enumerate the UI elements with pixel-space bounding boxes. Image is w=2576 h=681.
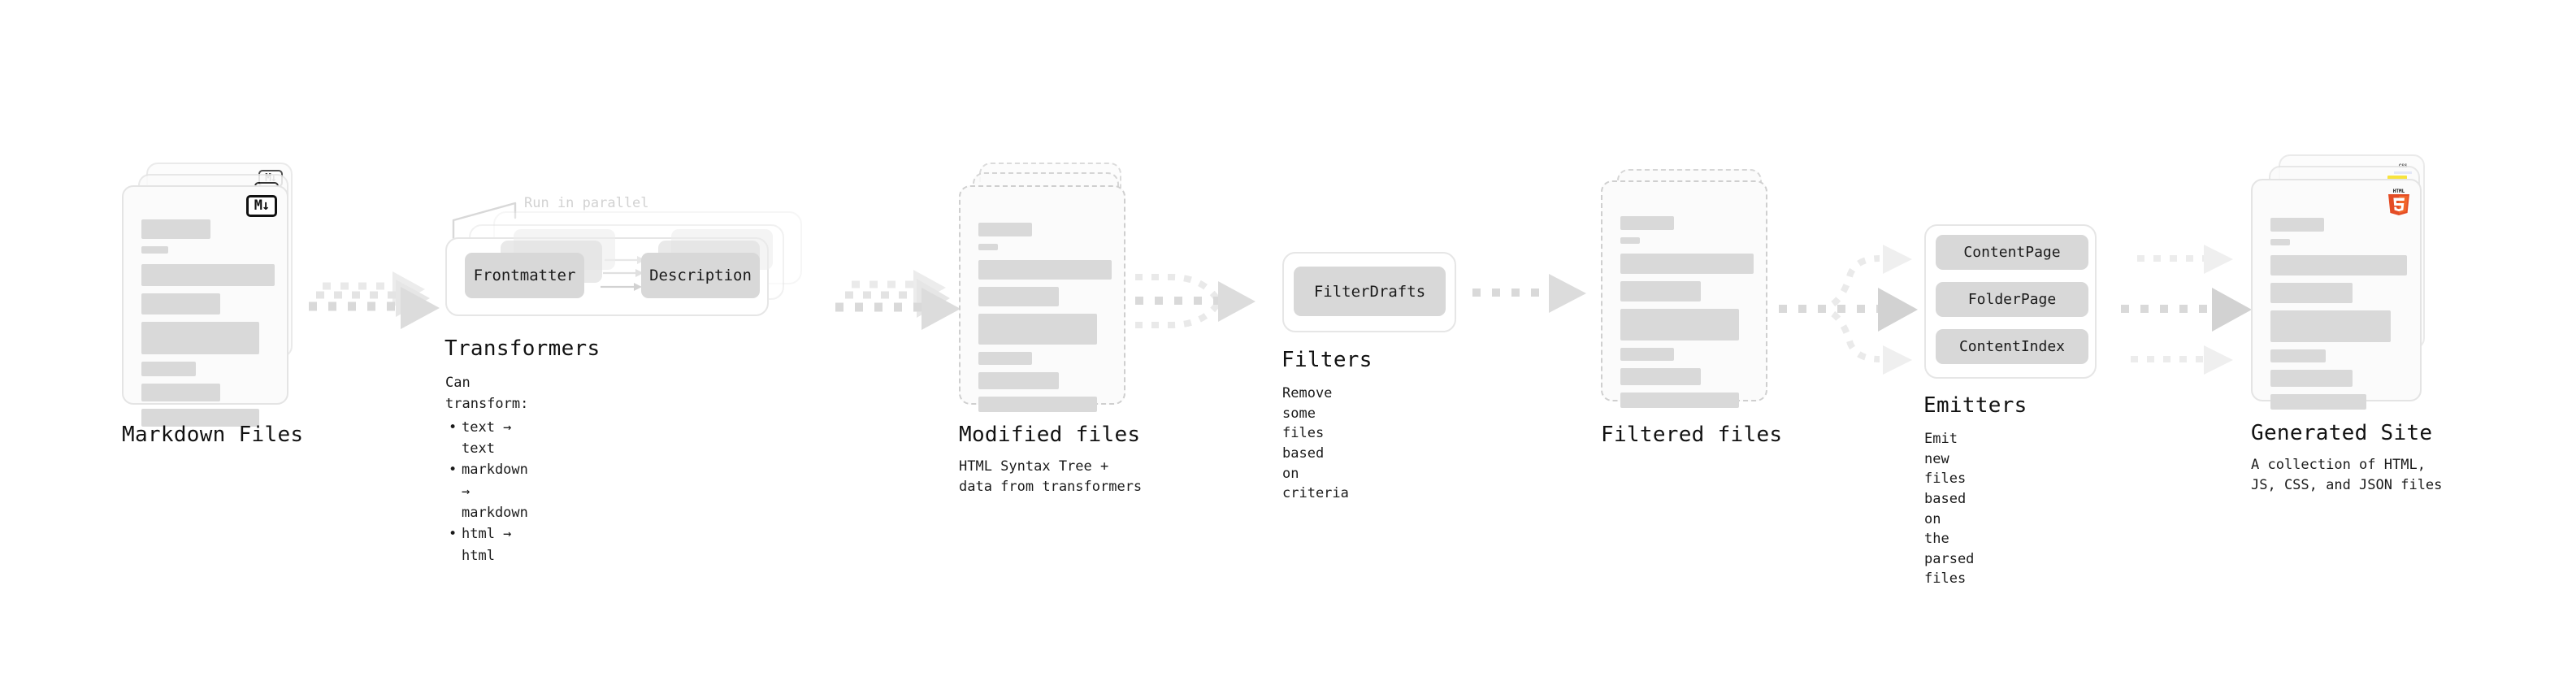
html5-icon: HTML (2386, 187, 2412, 216)
chip-description[interactable]: Description (641, 253, 760, 298)
site-doc-stack: CSS HTML (2251, 154, 2446, 423)
stage-generated-site: CSS HTML (2251, 154, 2446, 493)
chip-filterdrafts[interactable]: FilterDrafts (1294, 267, 1446, 316)
stage-title-emitters: Emitters (1923, 393, 2027, 418)
transformers-bullet-2: html → html (449, 523, 528, 566)
chip-contentpage[interactable]: ContentPage (1936, 235, 2088, 270)
transformers-bullets-head: Can transform: (445, 375, 529, 413)
transformers-bullets: Can transform: text → text markdown → ma… (445, 372, 528, 566)
stage-title-filters: Filters (1281, 348, 1373, 372)
markdown-doc-stack: M↓ M↓ M↓ (122, 163, 309, 427)
transformers-bullet-0: text → text (449, 417, 528, 460)
svg-text:HTML: HTML (2393, 189, 2405, 194)
stage-title-markdown-files: Markdown Files (122, 423, 304, 447)
connector-filters-to-filtered (1471, 274, 1609, 323)
chip-frontmatter[interactable]: Frontmatter (465, 253, 584, 298)
doc-card-front (1601, 180, 1767, 408)
doc-card-front: M↓ (122, 185, 288, 427)
connector-markdown-to-transformers (305, 268, 467, 358)
stage-subtitle-modified-files: HTML Syntax Tree + data from transformer… (959, 458, 1143, 495)
connector-transformers-to-modified (821, 268, 975, 358)
stage-modified-files: Modified files HTML Syntax Tree + data f… (959, 163, 1146, 495)
doc-card-front-html: HTML (2251, 179, 2422, 410)
run-in-parallel-label: Run in parallel (524, 195, 649, 211)
chip-contentindex[interactable]: ContentIndex (1936, 329, 2088, 364)
filtered-doc-stack (1601, 163, 1788, 423)
markdown-badge-icon: M↓ (246, 195, 277, 217)
stage-title-generated-site: Generated Site (2251, 421, 2433, 445)
connector-modified-to-filters (1134, 258, 1288, 364)
connector-emitters-to-site (2105, 232, 2263, 386)
chip-folderpage[interactable]: FolderPage (1936, 282, 2088, 317)
connector-filtered-to-emitters (1776, 232, 1934, 386)
stage-subtitle-generated-site: A collection of HTML, JS, CSS, and JSON … (2251, 457, 2443, 493)
modified-doc-stack (959, 163, 1146, 423)
run-in-parallel-bracket (445, 192, 648, 241)
stage-title-modified-files: Modified files (959, 423, 1141, 447)
stage-title-transformers: Transformers (445, 336, 601, 361)
stage-subtitle-emitters: Emit new files based on the parsed files (1924, 431, 1975, 588)
doc-card-front (959, 185, 1125, 412)
stage-filtered-files: Filtered files (1601, 163, 1788, 447)
stage-subtitle-filters: Remove some files based on criteria (1282, 385, 1349, 502)
stage-markdown-files: M↓ M↓ M↓ Markdown Files (122, 163, 309, 447)
transformers-bullet-1: markdown → markdown (449, 459, 528, 523)
stage-title-filtered-files: Filtered files (1601, 423, 1783, 447)
